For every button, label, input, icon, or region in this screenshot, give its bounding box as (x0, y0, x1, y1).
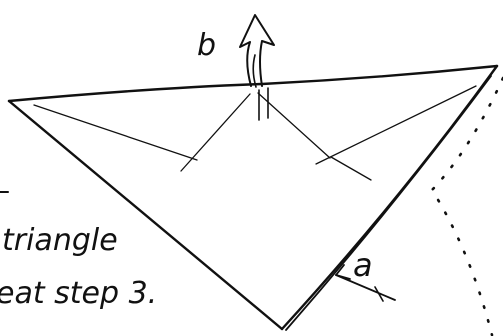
caption-line-1: triangle (2, 223, 118, 258)
label-b: b (197, 28, 216, 63)
folded-edge (285, 75, 492, 331)
arrow-a (335, 264, 396, 302)
caption-line-2: eat step 3. (0, 276, 157, 311)
arrow-b (239, 14, 275, 121)
crease-lines (33, 85, 477, 181)
label-a: a (353, 246, 373, 284)
dotted-arc (430, 76, 503, 336)
